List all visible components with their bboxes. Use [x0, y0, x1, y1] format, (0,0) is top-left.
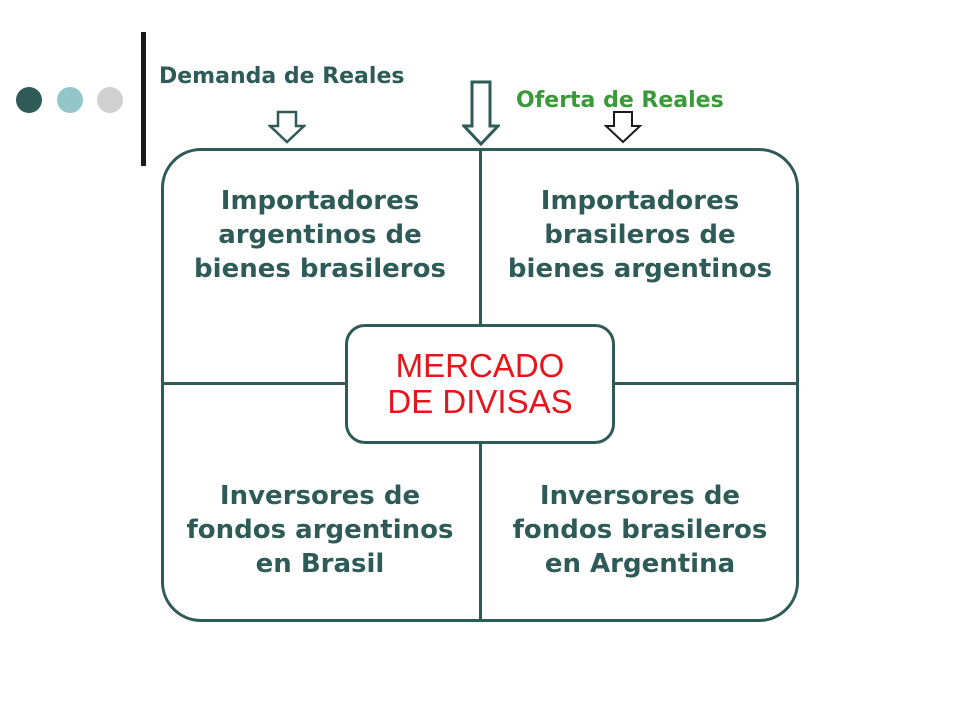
center-market-label: MERCADO DE DIVISAS [345, 324, 615, 444]
quadrant-top-right: Importadores brasileros de bienes argent… [507, 186, 773, 284]
center-arrow-icon [462, 80, 500, 146]
title-divider-line [141, 32, 146, 166]
supply-label: Oferta de Reales [516, 88, 724, 113]
quadrant-top-left: Importadores argentinos de bienes brasil… [194, 186, 446, 284]
quadrant-bottom-left: Inversores de fondos argentinos en Brasi… [186, 481, 454, 579]
dot-dark-icon [16, 87, 42, 113]
demand-arrow-icon [268, 110, 306, 144]
dot-gray-icon [97, 87, 123, 113]
dot-teal-icon [57, 87, 83, 113]
demand-label: Demanda de Reales [159, 64, 405, 89]
quadrant-bottom-right: Inversores de fondos brasileros en Argen… [512, 481, 768, 579]
supply-arrow-icon [604, 111, 642, 144]
